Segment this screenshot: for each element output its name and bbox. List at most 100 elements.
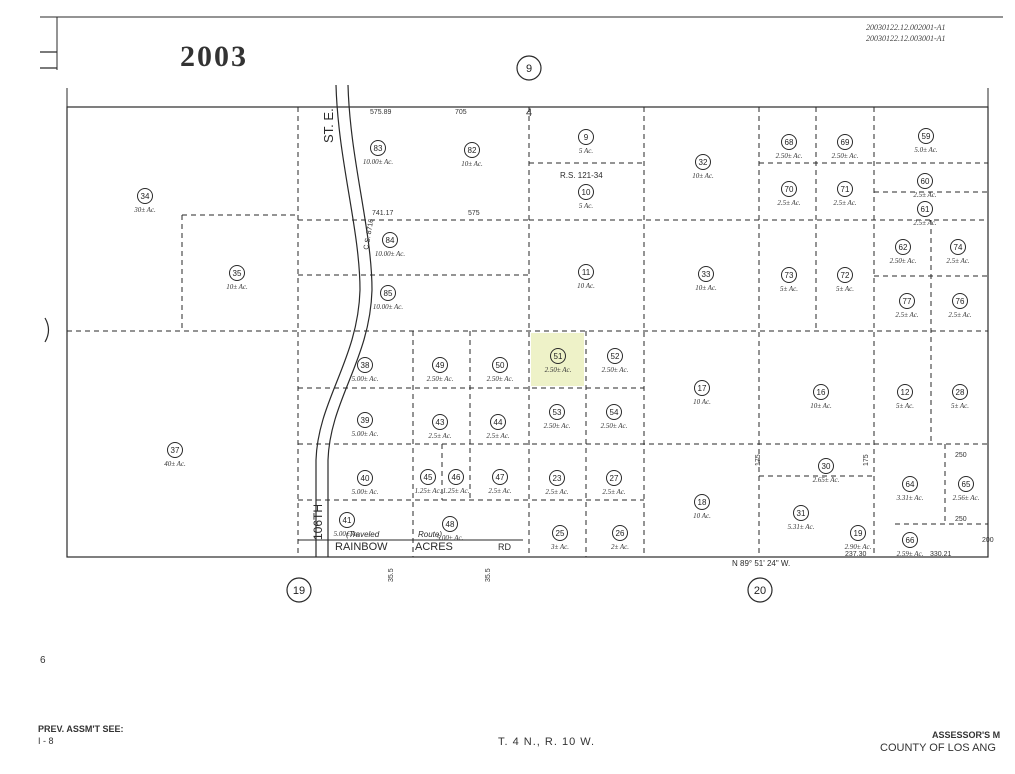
parcel-number: 38: [361, 361, 370, 370]
parcel-70[interactable]: 702.5± Ac.: [777, 181, 801, 208]
parcel-60[interactable]: 602.5± Ac.: [913, 173, 937, 200]
parcel-74[interactable]: 742.5± Ac.: [946, 239, 970, 266]
parcel-number: 72: [841, 271, 850, 280]
route-label: Route): [418, 530, 442, 539]
parcel-47[interactable]: 472.5± Ac.: [488, 469, 512, 496]
parcel-area: 2.5± Ac.: [833, 199, 857, 207]
parcel-45[interactable]: 451.25± Ac.: [415, 469, 442, 496]
document-numbers: 20030122.12.002001-A1 20030122.12.003001…: [866, 22, 946, 44]
parcel-number: 41: [343, 516, 352, 525]
parcel-number: 47: [496, 473, 505, 482]
parcel-number: 45: [424, 473, 433, 482]
parcel-26[interactable]: 262± Ac.: [611, 525, 629, 552]
parcel-49[interactable]: 492.50± Ac.: [427, 357, 454, 384]
parcel-28[interactable]: 285± Ac.: [951, 384, 969, 411]
bearing-label: N 89° 51' 24" W.: [732, 559, 790, 568]
parcel-69[interactable]: 692.50± Ac.: [832, 134, 859, 161]
parcel-19[interactable]: 192.90± Ac.: [845, 525, 872, 552]
parcel-area: 10.00± Ac.: [363, 158, 394, 166]
parcel-number-circle: [578, 129, 594, 145]
parcel-40[interactable]: 405.00± Ac.: [352, 470, 379, 497]
parcel-area: 2.5± Ac.: [946, 257, 970, 265]
parcel-66[interactable]: 662.59± Ac.: [897, 532, 924, 559]
parcel-65[interactable]: 652.56± Ac.: [953, 476, 980, 503]
parcel-area: 2.5± Ac.: [913, 191, 937, 199]
parcel-number-circle: [606, 470, 622, 486]
parcel-area: 10.00± Ac.: [373, 303, 404, 311]
parcel-31[interactable]: 315.31± Ac.: [788, 505, 815, 532]
parcel-9[interactable]: 95 Ac.: [578, 129, 594, 156]
parcel-53[interactable]: 532.50± Ac.: [544, 404, 571, 431]
parcel-number-circle: [464, 142, 480, 158]
street-label-rainbow: RAINBOW: [335, 541, 388, 553]
parcel-73[interactable]: 735± Ac.: [780, 267, 798, 294]
parcel-61[interactable]: 612.5± Ac.: [913, 201, 937, 228]
parcel-52[interactable]: 522.50± Ac.: [602, 348, 629, 375]
parcel-number: 51: [554, 352, 563, 361]
sheet-circle-9[interactable]: 9: [516, 55, 542, 81]
highlighted-parcel[interactable]: [531, 333, 584, 386]
parcel-68[interactable]: 682.50± Ac.: [776, 134, 803, 161]
parcel-area: 10± Ac.: [461, 160, 483, 168]
parcel-area: 2.5± Ac.: [486, 432, 510, 440]
parcel-30[interactable]: 302.65± Ac.: [813, 458, 840, 485]
parcel-number: 77: [903, 297, 912, 306]
parcel-number: 25: [556, 529, 565, 538]
adjacent-sheet-19[interactable]: 19: [286, 577, 312, 603]
parcel-76[interactable]: 762.5± Ac.: [948, 293, 972, 320]
parcel-71[interactable]: 712.5± Ac.: [833, 181, 857, 208]
parcel-77[interactable]: 77 2.5± Ac.: [895, 293, 919, 320]
parcel-64[interactable]: 643.31± Ac.: [896, 476, 924, 503]
parcel-area: 2.90± Ac.: [845, 543, 872, 551]
parcel-area: 10 Ac.: [693, 398, 711, 406]
parcel-area: 2.50± Ac.: [601, 422, 628, 430]
dimension-label: 35.5: [485, 568, 492, 582]
parcel-27[interactable]: 272.5± Ac.: [602, 470, 626, 497]
parcel-25[interactable]: 253± Ac.: [550, 525, 569, 552]
parcel-43[interactable]: 432.5± Ac.: [428, 414, 452, 441]
parcel-50[interactable]: 502.50± Ac.: [487, 357, 514, 384]
parcel-46[interactable]: 461.25± Ac.: [443, 469, 470, 496]
parcel-39[interactable]: 395.00± Ac.: [352, 412, 379, 439]
parcel-area: 2.50± Ac.: [544, 422, 571, 430]
parcel-44[interactable]: 442.5± Ac.: [486, 414, 510, 441]
parcel-38[interactable]: 385.00± Ac.: [352, 357, 379, 384]
parcel-number-circle: [950, 239, 966, 255]
parcel-area: 2.5± Ac.: [602, 488, 626, 496]
parcel-62[interactable]: 622.50± Ac.: [890, 239, 917, 266]
parcel-72[interactable]: 725± Ac.: [836, 267, 854, 294]
parcel-number: 84: [386, 236, 395, 245]
parcel-54[interactable]: 542.50± Ac.: [601, 404, 628, 431]
parcel-51[interactable]: 512.50± Ac.: [545, 348, 572, 375]
traveled-label: (Traveled: [346, 530, 380, 539]
parcel-number-circle: [781, 134, 797, 150]
parcel-area: 2.50± Ac.: [602, 366, 629, 374]
parcel-number-circle: [492, 469, 508, 485]
parcel-number: 30: [822, 462, 831, 471]
parcel-23[interactable]: 232.5± Ac.: [545, 470, 569, 497]
parcel-number-circle: [899, 293, 915, 309]
parcel-41[interactable]: 415.00± Ac.: [334, 512, 361, 539]
dimension-label: 237.30: [845, 551, 867, 558]
parcel-59[interactable]: 595.0± Ac.: [914, 128, 938, 155]
parcel-area: 2.5± Ac.: [895, 311, 919, 319]
parcel-48[interactable]: 485.00± Ac.: [437, 516, 464, 543]
adjacent-sheet-20[interactable]: 20: [747, 577, 773, 603]
parcel-10[interactable]: 105 Ac.: [578, 184, 594, 211]
document-number: 20030122.12.003001-A1: [866, 34, 946, 43]
parcel-12[interactable]: 125± Ac.: [896, 384, 914, 411]
